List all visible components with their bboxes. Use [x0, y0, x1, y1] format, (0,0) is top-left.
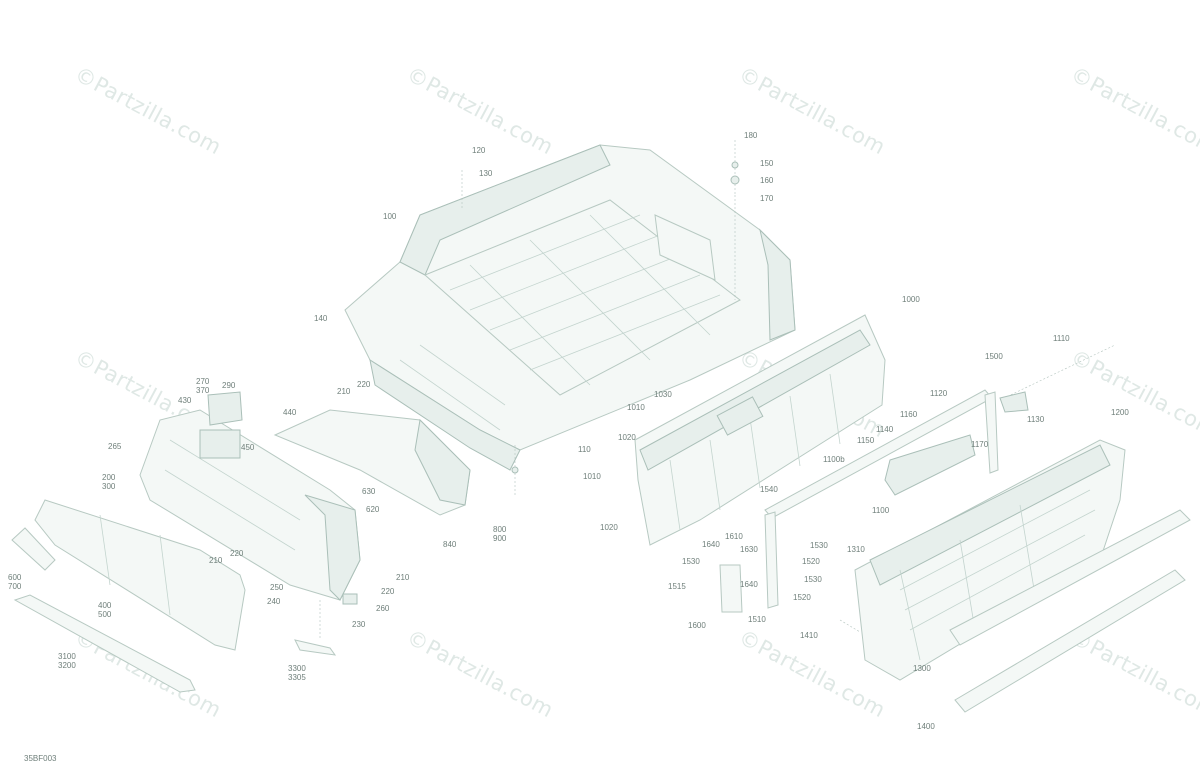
callout-number: 630	[362, 487, 376, 496]
callout-number: 1110	[1053, 334, 1070, 343]
hinge-plate-part	[719, 564, 743, 613]
callout-number: 1400	[917, 722, 935, 731]
callout-number: 140	[314, 314, 328, 323]
callout-number: 1100	[872, 506, 890, 515]
callout-number: 1170	[971, 440, 989, 449]
callout-number: 120	[472, 146, 486, 155]
callout-number: 110	[578, 445, 591, 454]
callout-number: 1120	[930, 389, 948, 398]
callout-number: 1150	[857, 436, 875, 445]
callout-number: 1300	[913, 664, 931, 673]
callout-number: 250	[270, 583, 284, 592]
latch-assembly-part	[884, 434, 976, 496]
callout-number: 210	[209, 556, 223, 565]
callout-number: 265	[108, 442, 122, 451]
diagram-code: 35BF003	[24, 754, 57, 763]
callout-number: 1010	[583, 472, 601, 481]
callout-number: 450	[241, 443, 255, 452]
callout-number: 440	[283, 408, 297, 417]
callout-number: 240	[267, 597, 281, 606]
callout-number: 1310	[847, 545, 865, 554]
clip-part	[294, 639, 337, 656]
callout-number: 1020	[600, 523, 618, 532]
callout-number: 1530	[804, 575, 822, 584]
callout-number: 1520	[793, 593, 811, 602]
callout-number: 1630	[740, 545, 758, 554]
callout-number: 840	[443, 540, 457, 549]
callout-number: 1140	[876, 425, 894, 434]
rocker-trim-part	[13, 594, 196, 693]
callout-number: 130	[479, 169, 493, 178]
callout-number: 1130	[1027, 415, 1045, 424]
bracket-part	[207, 391, 243, 426]
cargo-box-part	[344, 144, 796, 471]
side-cover-part	[34, 499, 246, 651]
callout-number: 1500	[985, 352, 1003, 361]
tailgate-outer-panel-part	[854, 439, 1126, 681]
callout-number: 170	[760, 194, 774, 203]
callout-number: 1410	[800, 631, 818, 640]
callout-number: 150	[760, 159, 774, 168]
callout-number: 160	[760, 176, 774, 185]
callout-number: 1200	[1111, 408, 1129, 417]
callout-number: 220	[381, 587, 395, 596]
callout-number: 210	[337, 387, 351, 396]
callout-number: 1160	[900, 410, 918, 419]
callout-number: 220	[357, 380, 371, 389]
hinge-bracket-part	[984, 391, 999, 474]
callout-number: 1530	[810, 541, 828, 550]
tailgate-trim-part	[949, 509, 1191, 646]
callout-number: 430	[178, 396, 192, 405]
callout-number: 290	[222, 381, 236, 390]
front-trim-part	[11, 527, 56, 571]
callout-number: 620	[366, 505, 380, 514]
callout-number: 210	[396, 573, 410, 582]
callout-number: 1100b	[823, 455, 845, 464]
tailgate-inner-panel-part	[634, 314, 886, 546]
callout-number: 270	[196, 377, 210, 386]
fender-liner-part	[414, 418, 471, 506]
callout-number: 100	[383, 212, 397, 221]
callout-number: 1510	[748, 615, 766, 624]
callout-number: 260	[376, 604, 390, 613]
callout-number: 1030	[654, 390, 672, 399]
callout-number: 1530	[682, 557, 700, 566]
callout-number: 1640	[702, 540, 720, 549]
callout-number: 1540	[760, 485, 778, 494]
callout-number: 370	[196, 386, 210, 395]
callout-number: 1515	[668, 582, 686, 591]
callout-number: 1610	[725, 532, 743, 541]
tailgate-lower-trim-part	[954, 569, 1186, 713]
clip-part	[342, 593, 358, 605]
callout-number: 1520	[802, 557, 820, 566]
callout-number: 1000	[902, 295, 920, 304]
callout-number: 230	[352, 620, 366, 629]
callout-number: 220	[230, 549, 244, 558]
callout-number: 1010	[627, 403, 645, 412]
callout-number: 1020	[618, 433, 636, 442]
hinge-bracket-part	[764, 511, 779, 609]
cable-end-part	[999, 391, 1029, 413]
callout-number: 1640	[740, 580, 758, 589]
callout-number: 1600	[688, 621, 706, 630]
callout-number: 180	[744, 131, 758, 140]
side-panel-part	[139, 409, 361, 601]
